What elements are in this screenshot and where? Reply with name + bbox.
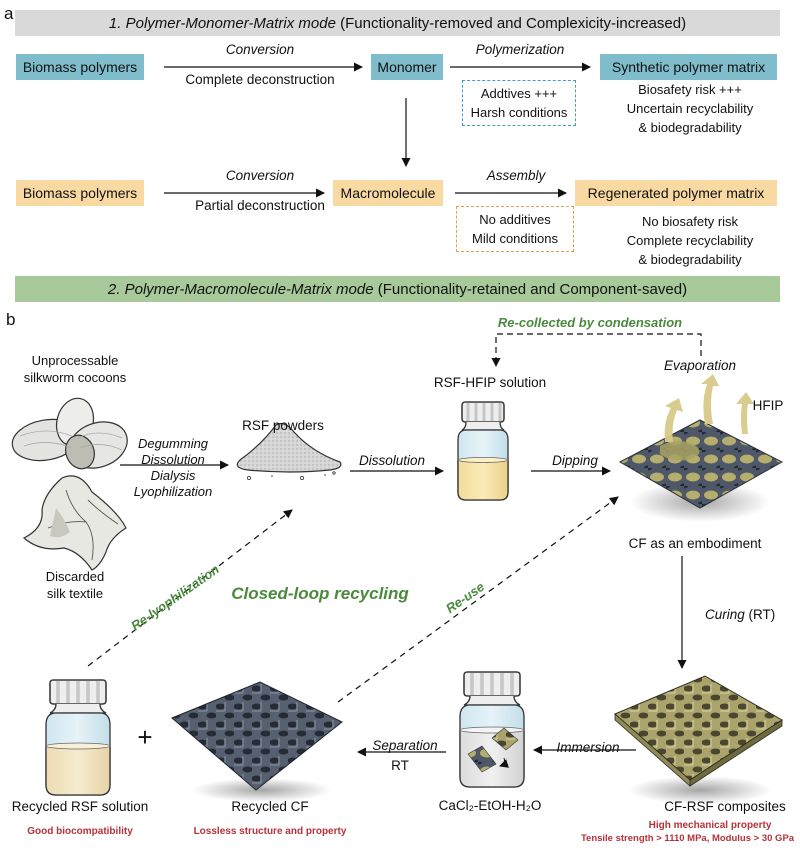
mode2-step2-above: Assembly — [486, 168, 546, 183]
cocoons-label-line: silkworm cocoons — [23, 370, 127, 385]
panel-b-label: b — [6, 310, 16, 329]
mode2-step1-below: Partial deconstruction — [195, 198, 325, 213]
mode2-node-biomass: Biomass polymers — [16, 180, 144, 206]
cf-embodiment-label: CF as an embodiment — [628, 536, 762, 551]
separation-condition: RT — [391, 758, 409, 773]
process-step: Degumming — [137, 436, 209, 451]
separation-label: Separation — [372, 738, 438, 753]
mode1-outcome: Uncertain recyclability — [626, 101, 754, 116]
arrow-recollected-dashed — [491, 333, 702, 367]
recycled-rsf-label: Recycled RSF solution — [11, 799, 149, 814]
textile-label-line: Discarded — [45, 569, 105, 584]
mode2-outcomes: No biosafety risk Complete recyclability… — [590, 212, 790, 269]
solvent-vial — [459, 671, 525, 788]
mode1-node-biomass: Biomass polymers — [16, 54, 144, 80]
mode1-node-synthetic: Synthetic polymer matrix — [600, 54, 777, 80]
silkworm-cocoons-illustration — [11, 397, 128, 470]
composites-note1: High mechanical property — [648, 820, 772, 831]
composites-label: CF-RSF composites — [664, 799, 786, 814]
cf-rsf-composite — [614, 675, 783, 804]
recollected-label: Re-collected by condensation — [497, 315, 683, 330]
mode2-node-macromolecule: Macromolecule — [333, 180, 443, 206]
rsf-hfip-label: RSF-HFIP solution — [433, 375, 547, 390]
mode1-outcome: Biosafety risk +++ — [638, 82, 742, 97]
dipping-label: Dipping — [552, 453, 598, 468]
vapor-arrow — [736, 392, 754, 434]
mode2-outcome: No biosafety risk — [641, 214, 739, 229]
panel-a-label: a — [4, 4, 14, 23]
mode2-step1-above: Conversion — [225, 168, 295, 183]
recycled-cf-note: Lossless structure and property — [193, 826, 347, 837]
mode1-outcomes: Biosafety risk +++ Uncertain recyclabili… — [590, 80, 790, 137]
vapor-arrow — [664, 398, 683, 442]
arrow-relyophilization-dashed — [87, 509, 293, 667]
mode1-condition: Addtives +++ — [480, 86, 558, 101]
mode1-condition: Harsh conditions — [470, 105, 568, 120]
mode2-outcome: & biodegradability — [638, 252, 742, 267]
curing-condition: (RT) — [744, 607, 776, 622]
recycled-rsf-note: Good biocompatibility — [27, 826, 133, 837]
immersion-label: Immersion — [556, 740, 620, 755]
cocoons-label: Unprocessable silkworm cocoons — [20, 352, 130, 386]
recycled-cf-fabric — [171, 681, 343, 802]
textile-label-line: silk textile — [46, 586, 104, 601]
process-step: Lyophilization — [133, 484, 213, 499]
cf-embodiment-fabric — [618, 419, 784, 522]
process-steps: Degumming Dissolution Dialysis Lyophiliz… — [118, 436, 228, 500]
closed-loop-label: Closed-loop recycling — [231, 584, 409, 603]
mode2-banner: 2. Polymer-Macromolecule-Matrix mode (Fu… — [15, 276, 780, 302]
curing-label: Curing (RT) — [705, 607, 785, 622]
plus-sign: + — [137, 722, 153, 752]
hfip-label: HFIP — [752, 398, 784, 413]
composites-note2: Tensile strength > 1110 MPa, Modulus > 3… — [580, 833, 795, 844]
arrow-reuse-dashed — [337, 496, 619, 703]
mode1-outcome: & biodegradability — [638, 120, 742, 135]
process-step: Dialysis — [150, 468, 196, 483]
rsf-powder-illustration — [236, 422, 342, 480]
rsf-hfip-vial — [457, 401, 509, 501]
mode1-title-italic: 1. Polymer-Monomer-Matrix mode — [108, 14, 336, 32]
dissolution-label: Dissolution — [358, 453, 426, 468]
curing-text: Curing — [705, 607, 745, 622]
mode1-step2-above: Polymerization — [475, 42, 565, 57]
cocoons-label-line: Unprocessable — [31, 353, 119, 368]
mode1-title-rest: (Functionality-removed and Complexicity-… — [335, 14, 687, 32]
mode2-conditions-box: No additives Mild conditions — [456, 206, 574, 252]
vapor-arrow — [701, 374, 719, 424]
silk-textile-illustration — [22, 475, 127, 571]
mode2-title-rest: (Functionality-retained and Component-sa… — [373, 280, 688, 298]
solvent-label: CaCl₂-EtOH-H₂O — [438, 798, 542, 813]
mode1-step1-below: Complete deconstruction — [185, 72, 335, 87]
textile-label: Discarded silk textile — [30, 568, 120, 602]
hfip-vapor-arrows — [664, 374, 754, 442]
mode2-condition: Mild conditions — [472, 231, 558, 246]
mode2-title-italic: 2. Polymer-Macromolecule-Matrix mode — [107, 280, 374, 298]
mode1-step1-above: Conversion — [225, 42, 295, 57]
process-step: Dissolution — [141, 452, 205, 467]
mode1-conditions-box: Addtives +++ Harsh conditions — [462, 80, 576, 126]
mode1-banner: 1. Polymer-Monomer-Matrix mode (Function… — [15, 10, 780, 36]
mode2-condition: No additives — [479, 212, 551, 227]
evaporation-label: Evaporation — [663, 358, 737, 373]
recycled-cf-label: Recycled CF — [231, 799, 309, 814]
mode2-outcome: Complete recyclability — [626, 233, 754, 248]
recycled-rsf-vial — [45, 679, 111, 796]
mode2-node-regenerated: Regenerated polymer matrix — [575, 180, 777, 206]
rsf-powders-label: RSF powders — [242, 418, 324, 433]
mode1-node-monomer: Monomer — [371, 54, 443, 80]
